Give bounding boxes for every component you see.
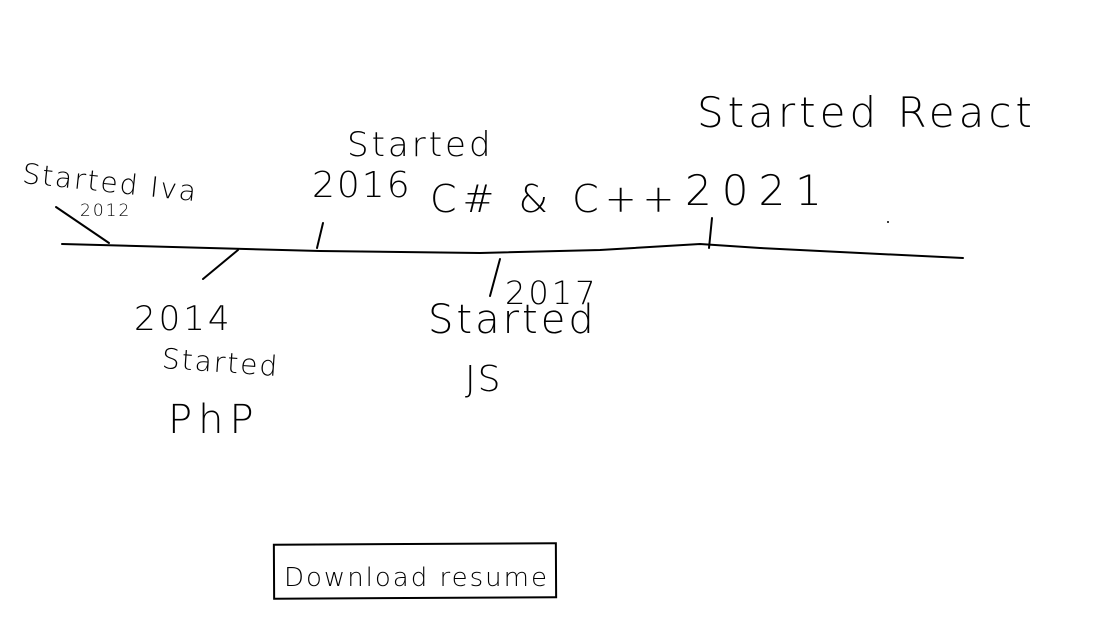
event-java-year: 2012 [80,201,132,221]
timeline-axis [61,242,964,259]
event-csharp-label: Started [347,125,494,165]
stray-dot [887,221,889,223]
tick-2014 [202,249,239,280]
event-csharp-year: 2016 [312,165,412,206]
event-csharp-lang: C# & C++ [430,177,681,221]
event-js-lang: JS [465,359,503,400]
event-js-year: 2017 [505,274,599,312]
event-php-label: Started [160,342,281,384]
tick-2017 [489,258,501,297]
event-js-label: Started [428,297,597,343]
download-resume-label: Download resume [284,563,549,593]
tick-2021 [708,217,713,249]
event-php-lang: PhP [168,397,260,443]
tick-2012 [55,206,110,244]
event-react-label: Started React [697,88,1036,137]
event-react-year: 2021 [685,166,832,215]
tick-2016 [316,222,324,249]
event-php-year: 2014 [134,299,233,339]
